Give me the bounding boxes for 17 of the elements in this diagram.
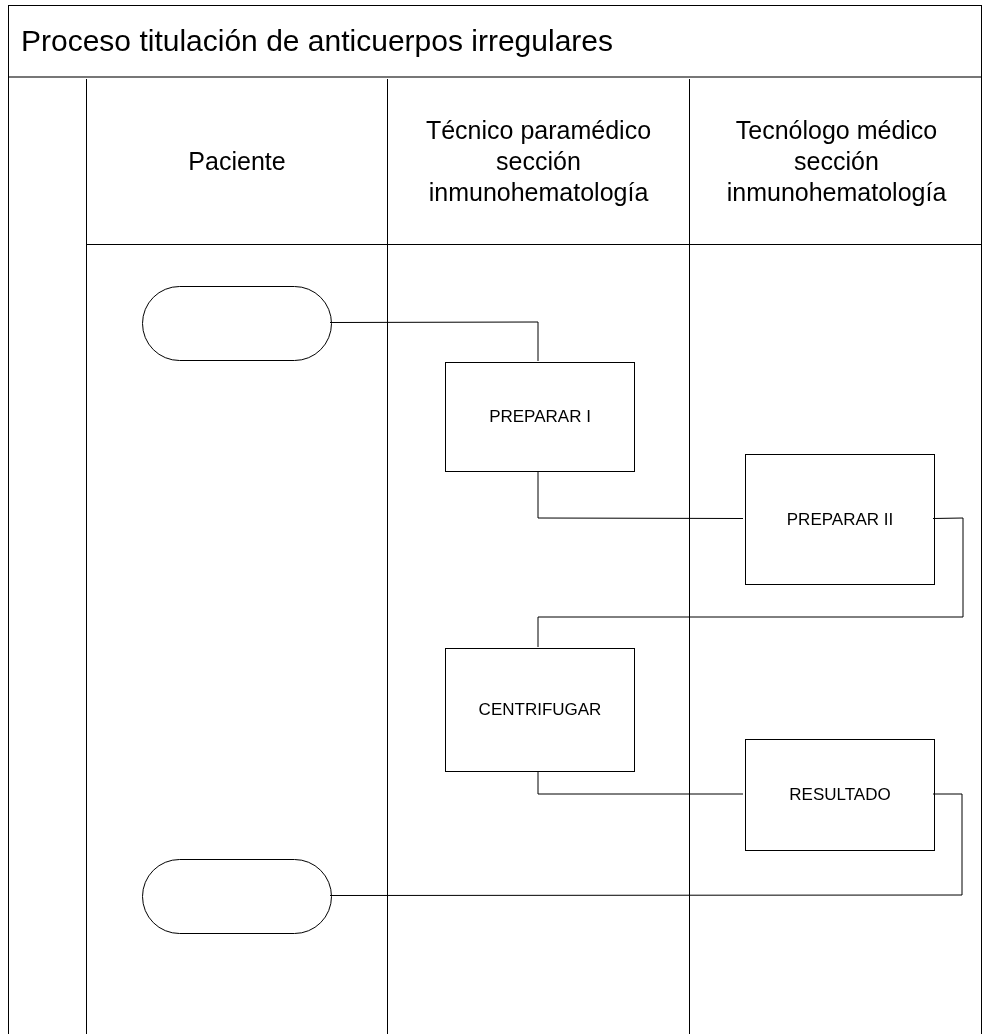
swimlane xyxy=(387,79,689,1034)
connector-line xyxy=(329,321,539,362)
pool-frame xyxy=(8,5,982,1034)
swimlane xyxy=(689,79,982,1034)
connector-line xyxy=(537,470,744,519)
process-box: RESULTADO xyxy=(745,739,935,851)
process-box: PREPARAR II xyxy=(745,454,935,585)
lane-header: Técnico paramédico sección inmunohematología xyxy=(424,115,653,208)
swimlane xyxy=(86,79,387,1034)
lane-header: Paciente xyxy=(188,146,286,177)
connector-line xyxy=(329,793,963,896)
pool-title: Proceso titulación de anticuerpos irregulares xyxy=(21,24,613,57)
connector-line xyxy=(537,770,744,795)
lane-header: Tecnólogo médico sección inmunohematología xyxy=(725,115,948,208)
process-box: CENTRIFUGAR xyxy=(445,648,635,772)
process-box: PREPARAR I xyxy=(445,362,635,472)
connector-line xyxy=(537,517,964,648)
